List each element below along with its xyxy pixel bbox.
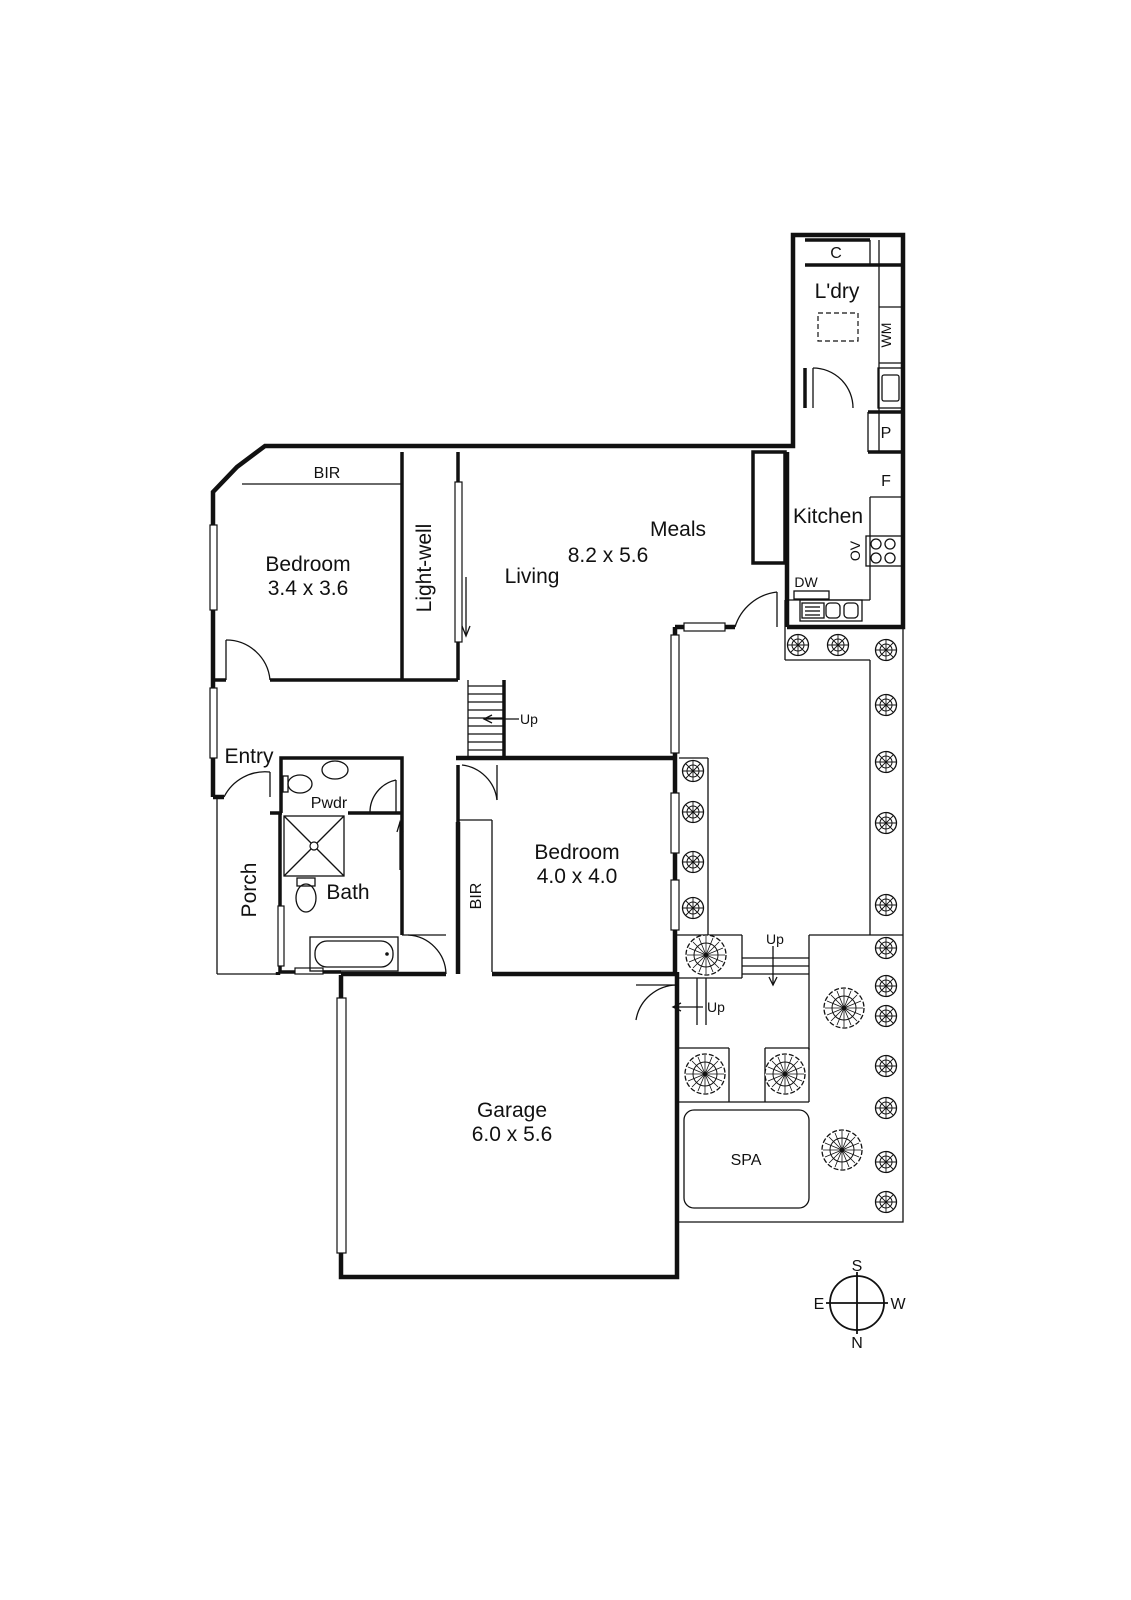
courtyard-up-1-label: Up — [766, 931, 784, 947]
garage-dims-label: 6.0 x 5.6 — [472, 1123, 553, 1146]
compass-south: S — [852, 1258, 863, 1275]
garage-label: Garage — [477, 1099, 547, 1122]
compass: S E W N — [814, 1258, 907, 1352]
porch-label: Porch — [238, 863, 261, 918]
bedroom-1-label: Bedroom — [265, 553, 350, 576]
bedroom-1-fittings — [209, 481, 471, 759]
wet-areas — [213, 756, 447, 975]
laundry-fittings — [734, 238, 904, 628]
bir-1-label: BIR — [314, 465, 341, 482]
stairs — [467, 680, 519, 758]
laundry-cupboard-label: C — [830, 245, 842, 262]
bedroom-1-dims-label: 3.4 x 3.6 — [268, 577, 349, 600]
compass-east: E — [814, 1296, 825, 1313]
dishwasher-label: DW — [794, 574, 818, 590]
bir-2-label: BIR — [468, 883, 485, 910]
living-dims-label: 8.2 x 5.6 — [568, 544, 649, 567]
laundry-label: L'dry — [815, 280, 860, 303]
courtyard-up-2-label: Up — [707, 999, 725, 1015]
meals-label: Meals — [650, 518, 706, 541]
courtyard — [671, 627, 904, 1223]
entry-label: Entry — [224, 745, 274, 768]
stairs-up-label: Up — [520, 711, 538, 727]
bedroom-2-label: Bedroom — [534, 841, 619, 864]
garage-fittings — [336, 984, 678, 1254]
compass-west: W — [890, 1296, 906, 1313]
spa-label: SPA — [731, 1152, 762, 1169]
exterior-walls — [210, 232, 906, 1280]
pantry-label: P — [881, 425, 892, 442]
bedroom-2-fittings — [456, 622, 726, 972]
oven-label: OV — [847, 540, 863, 561]
compass-north: N — [851, 1335, 863, 1352]
fridge-label: F — [881, 473, 891, 490]
bedroom-2-dims-label: 4.0 x 4.0 — [537, 865, 618, 888]
kitchen-label: Kitchen — [793, 505, 863, 528]
living-label: Living — [505, 565, 560, 588]
washing-machine-label: WM — [878, 323, 894, 348]
room-labels: C L'dry WM P F Kitchen OV DW Meals 8.2 x… — [224, 245, 894, 1169]
bath-label: Bath — [326, 881, 369, 904]
lightwell-label: Light-well — [413, 524, 436, 613]
powder-label: Pwdr — [311, 795, 348, 812]
